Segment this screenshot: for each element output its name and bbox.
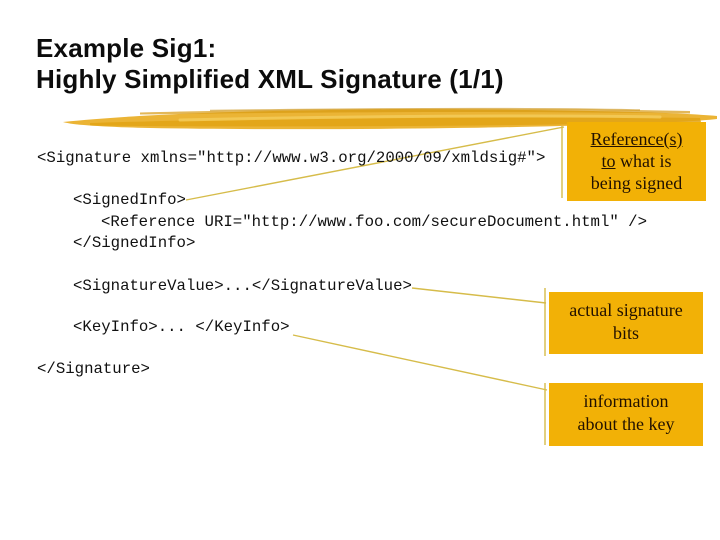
callout-reference-line-1: Reference(s) xyxy=(590,129,683,149)
callout-reference-line-3: being signed xyxy=(590,173,683,193)
callout-reference: Reference(s) to what is being signed xyxy=(567,122,706,201)
slide-title: Example Sig1: Highly Simplified XML Sign… xyxy=(36,33,504,95)
callout-reference-line-2: to what is xyxy=(601,151,672,171)
callout-keyinfo-line-2: about the key xyxy=(577,414,675,434)
code-line-reference: <Reference URI="http://www.foo.com/secur… xyxy=(101,213,648,231)
code-line-signaturevalue: <SignatureValue>...</SignatureValue> xyxy=(73,277,412,295)
connector-keyinfo-to-box xyxy=(292,334,548,391)
slide-title-line-2: Highly Simplified XML Signature (1/1) xyxy=(36,64,504,94)
code-line-signature-open: <Signature xmlns="http://www.w3.org/2000… xyxy=(37,149,546,167)
code-line-signedinfo-open: <SignedInfo> xyxy=(73,191,186,209)
callout-signature-bits: actual signature bits xyxy=(549,292,703,354)
callout-keyinfo-line-1: information xyxy=(583,391,669,411)
callout-signature-line-2: bits xyxy=(612,323,639,343)
code-line-keyinfo: <KeyInfo>... </KeyInfo> xyxy=(73,318,290,336)
callout-key-information: information about the key xyxy=(549,383,703,446)
slide-title-line-1: Example Sig1: xyxy=(36,33,217,63)
code-line-signature-close: </Signature> xyxy=(37,360,150,378)
callout-signature-line-1: actual signature xyxy=(569,300,683,320)
code-line-signedinfo-close: </SignedInfo> xyxy=(73,234,196,252)
connector-signaturevalue-to-box xyxy=(411,287,547,304)
